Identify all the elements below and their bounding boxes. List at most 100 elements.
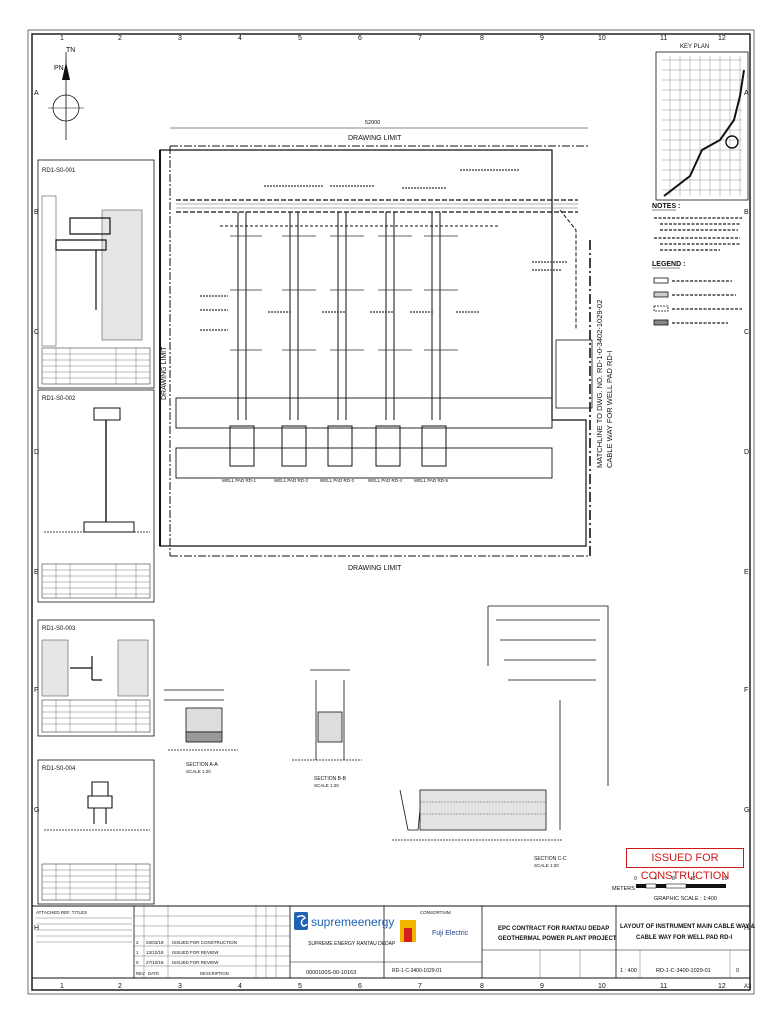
section-a-scale: SCALE 1:20 <box>186 769 211 774</box>
row-h-label-r: H <box>744 925 749 932</box>
rev-header-rev: REV <box>136 971 145 976</box>
col-7-label: 7 <box>418 35 422 42</box>
wellheads <box>229 425 447 467</box>
section-c-title: SECTION C-C <box>534 856 567 862</box>
detail-3-frame <box>37 619 155 737</box>
section-c: SECTION C-C SCALE 1:20 <box>392 605 609 868</box>
scale-tick-20: 20 <box>722 876 728 882</box>
col-4-label-b: 4 <box>238 983 242 990</box>
main-plan: 52000 DRAWING LIMIT DRAWING LIMIT DRAWIN… <box>159 120 614 572</box>
row-d-label: D <box>34 449 39 456</box>
company-full-name: SUPREME ENERGY RANTAU DEDAP <box>308 941 396 947</box>
well-label-3: WELL PAD RD-3 <box>320 478 355 483</box>
detail-2-title: RD1-S0-002 <box>42 396 76 402</box>
row-b-label: B <box>34 209 39 216</box>
matchline-sub: CABLE WAY FOR WELL PAD RD-I <box>605 351 614 468</box>
drawing-title-1: LAYOUT OF INSTRUMENT MAIN CABLE WAY & <box>620 924 756 930</box>
row-labels: A B C D E F G H A B C D E F G H <box>34 90 749 932</box>
section-c-scale: SCALE 1:20 <box>534 863 559 868</box>
drawing-number: RD-1-C-3400-1029-01 <box>656 968 711 974</box>
rev-row-2-rev: 1 <box>136 950 139 955</box>
scale-tick-8: 8 <box>672 876 675 882</box>
key-plan-frame <box>655 51 749 201</box>
notes-title: NOTES : <box>652 203 680 210</box>
rev-header-date: DATE <box>148 971 159 976</box>
detail-3-title: RD1-S0-003 <box>42 626 76 632</box>
col-12-label-b: 12 <box>718 983 726 990</box>
well-label-4: WELL PAD RD-4 <box>368 478 403 483</box>
scale-unit: METERS <box>612 886 635 892</box>
scale-bar: METERS 0 4 8 12 20 GRAPHIC SCALE : 1:400 <box>612 876 728 902</box>
main-cable-way <box>176 199 578 213</box>
drawing-scale: 1 : 400 <box>620 968 637 974</box>
rev-row-3-desc: ISSUED FOR REVIEW <box>172 960 219 965</box>
col-5-label: 5 <box>298 35 302 42</box>
branch-cable-ways <box>237 212 441 420</box>
legend-symbol-3 <box>653 305 669 312</box>
rev-row-2-date: 13/12/18 <box>146 950 164 955</box>
col-9-label-b: 9 <box>540 983 544 990</box>
col-1-label: 1 <box>60 35 64 42</box>
col-12-label: 12 <box>718 35 726 42</box>
rev-header-desc: DESCRIPTION <box>200 971 229 976</box>
drawing-limit-bottom: DRAWING LIMIT <box>348 565 402 572</box>
true-north-label: TN <box>66 47 75 54</box>
col-2-label-b: 2 <box>118 983 122 990</box>
col-11-label-b: 11 <box>660 983 667 990</box>
row-e-label-r: E <box>744 569 749 576</box>
row-f-label: F <box>34 687 38 694</box>
plant-north-label: PN <box>54 65 64 72</box>
row-d-label-r: D <box>744 449 749 456</box>
drawing-rev: 0 <box>736 968 739 974</box>
row-g-label: G <box>34 807 39 814</box>
row-a-label-r: A <box>744 90 749 97</box>
sheet-border <box>31 33 751 991</box>
detail-panels: RD1-S0-001 RD1-S0-002 RD1-S0-003 RD1-S0-… <box>37 159 155 905</box>
scale-tick-4: 4 <box>654 876 657 882</box>
row-e-label: E <box>34 569 39 576</box>
row-b-label-r: B <box>744 209 749 216</box>
section-b: SECTION B-B SCALE 1:20 <box>292 669 362 788</box>
pad-band-2 <box>175 447 553 479</box>
callout-labels <box>200 169 568 331</box>
drawing-limit-left: DRAWING LIMIT <box>161 346 168 400</box>
well-label-5: WELL PAD RD-5 <box>414 478 449 483</box>
col-9-label: 9 <box>540 35 544 42</box>
col-10-label: 10 <box>598 35 606 42</box>
sheet-outer-border <box>27 29 755 995</box>
legend-symbol-4 <box>653 319 669 326</box>
well-label-2: WELL PAD RD-2 <box>274 478 309 483</box>
well-label-1: WELL PAD RD-1 <box>222 478 257 483</box>
col-2-label: 2 <box>118 35 122 42</box>
detail-4-title: RD1-S0-004 <box>42 766 76 772</box>
legend-block: LEGEND : <box>652 261 742 326</box>
drawing-no-secondary: RD-1-C-3400-1029-01 <box>392 968 442 974</box>
plan-dimension: 52000 <box>365 120 380 126</box>
col-10-label-b: 10 <box>598 983 606 990</box>
col-6-label: 6 <box>358 35 362 42</box>
drawing-limit-top: DRAWING LIMIT <box>348 135 402 142</box>
rev-row-1-rev: 2 <box>136 940 139 945</box>
graphic-scale-label: GRAPHIC SCALE : 1:400 <box>654 896 717 902</box>
col-4-label: 4 <box>238 35 242 42</box>
rev-row-3-rev: 0 <box>136 960 139 965</box>
title-block-frame <box>31 905 751 979</box>
key-plan-title: KEY PLAN <box>680 44 709 50</box>
rev-row-3-date: 27/10/18 <box>146 960 164 965</box>
col-11-label: 11 <box>660 35 667 42</box>
section-a-title: SECTION A-A <box>186 762 218 768</box>
sheet-size-label: A3 <box>744 984 752 990</box>
legend-symbol-1 <box>653 277 669 284</box>
section-a: SECTION A-A SCALE 1:20 <box>164 689 238 774</box>
project-line-2: GEOTHERMAL POWER PLANT PROJECT <box>498 936 617 942</box>
project-line-1: EPC CONTRACT FOR RANTAU DEDAP <box>498 926 609 932</box>
section-b-scale: SCALE 1:20 <box>314 783 339 788</box>
detail-1-title: RD1-S0-001 <box>42 168 76 174</box>
issued-for-construction-stamp: ISSUED FOR CONSTRUCTION <box>626 848 744 882</box>
col-8-label-b: 8 <box>480 983 484 990</box>
rev-row-1-date: 03/03/19 <box>146 940 164 945</box>
fuji-logo-text: Fuji Electric <box>432 930 469 937</box>
row-g-label-r: G <box>744 807 749 814</box>
col-6-label-b: 6 <box>358 983 362 990</box>
col-8-label: 8 <box>480 35 484 42</box>
